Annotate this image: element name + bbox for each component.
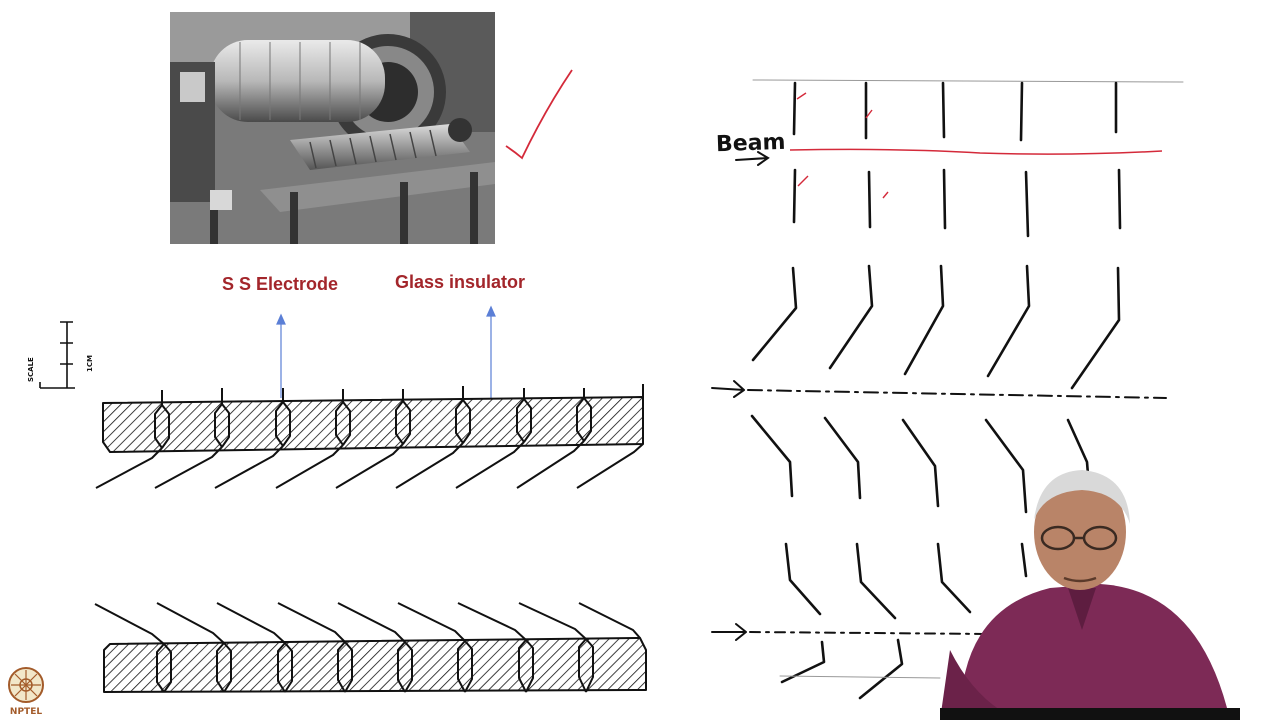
scale-label: SCALE <box>27 357 35 382</box>
beam-label: Beam <box>715 129 786 158</box>
electrode-stack-bottom <box>94 602 647 693</box>
beam-sketch-bottom <box>711 542 1028 700</box>
electrode-stack-top <box>95 384 644 489</box>
scale-bar <box>39 321 75 389</box>
nptel-emblem: NPTEL <box>8 667 44 717</box>
red-annotations <box>796 92 889 199</box>
accelerator-photo-drawing <box>170 12 495 244</box>
beam-sketch-top <box>735 79 1184 238</box>
presenter-video <box>940 460 1240 720</box>
beam-line <box>789 148 1163 155</box>
beam-sketch-middle <box>711 264 1167 514</box>
presenter-figure <box>940 470 1240 720</box>
nptel-logo: NPTEL <box>6 666 46 718</box>
label-arrows <box>276 305 496 398</box>
insulator-label: Glass insulator <box>395 272 526 292</box>
accelerator-photo <box>170 12 495 244</box>
check-mark <box>505 69 573 160</box>
nptel-logo-text: NPTEL <box>10 707 42 717</box>
electrode-label: S S Electrode <box>222 274 339 294</box>
scale-unit-label: 1CM <box>86 355 94 372</box>
